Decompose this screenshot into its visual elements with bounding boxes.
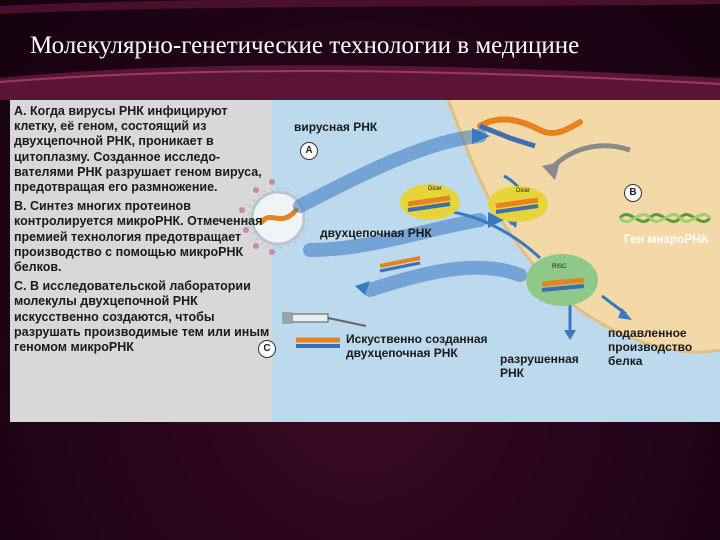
dicer-enzyme-2	[488, 186, 548, 222]
header-swoosh-decoration	[0, 0, 720, 100]
label-dicer-1: Dicer	[428, 186, 443, 192]
dicer-enzyme-1	[400, 184, 460, 220]
marker-a: A	[300, 142, 318, 160]
rna-interference-diagram	[239, 100, 720, 422]
syringe-icon	[282, 312, 367, 327]
microrna-gene-helix	[618, 213, 712, 223]
viral-rna-strand	[477, 116, 583, 149]
label-artificial-rna: Искуственно созданная двухцепочная РНК	[346, 332, 488, 360]
label-double-strand-rna: двухцепочная РНК	[320, 226, 432, 240]
label-dicer-2: Dicer	[516, 188, 531, 194]
marker-b: B	[624, 184, 642, 202]
label-microrna-gene: Ген микроРНК	[624, 232, 709, 246]
marker-c: C	[258, 340, 276, 358]
illustration-panel: A. Когда вирусы РНК инфицируют клетку, е…	[10, 100, 720, 422]
nuclear-membrane	[446, 100, 720, 354]
artificial-rna-sample	[296, 337, 340, 348]
virus-particle	[239, 179, 309, 255]
paragraph-a: A. Когда вирусы РНК инфицируют клетку, е…	[14, 104, 262, 195]
paragraph-c: C. В исследовательской лаборатории молек…	[14, 279, 270, 355]
paragraph-b: B. Синтез многих протеинов контролируетс…	[14, 199, 263, 275]
slide-title: Молекулярно-генетические технологии в ме…	[30, 32, 580, 59]
nucleus	[448, 100, 720, 353]
label-viral-rna: вирусная РНК	[294, 120, 378, 134]
risc-complex	[526, 254, 598, 306]
label-suppressed-protein: подавленное производство белка	[608, 326, 693, 368]
label-risc: RISC	[552, 264, 567, 270]
explanation-text: A. Когда вирусы РНК инфицируют клетку, е…	[14, 104, 272, 355]
label-destroyed-rna: разрушенная РНК	[500, 352, 579, 380]
small-rna-fragment	[379, 256, 421, 268]
